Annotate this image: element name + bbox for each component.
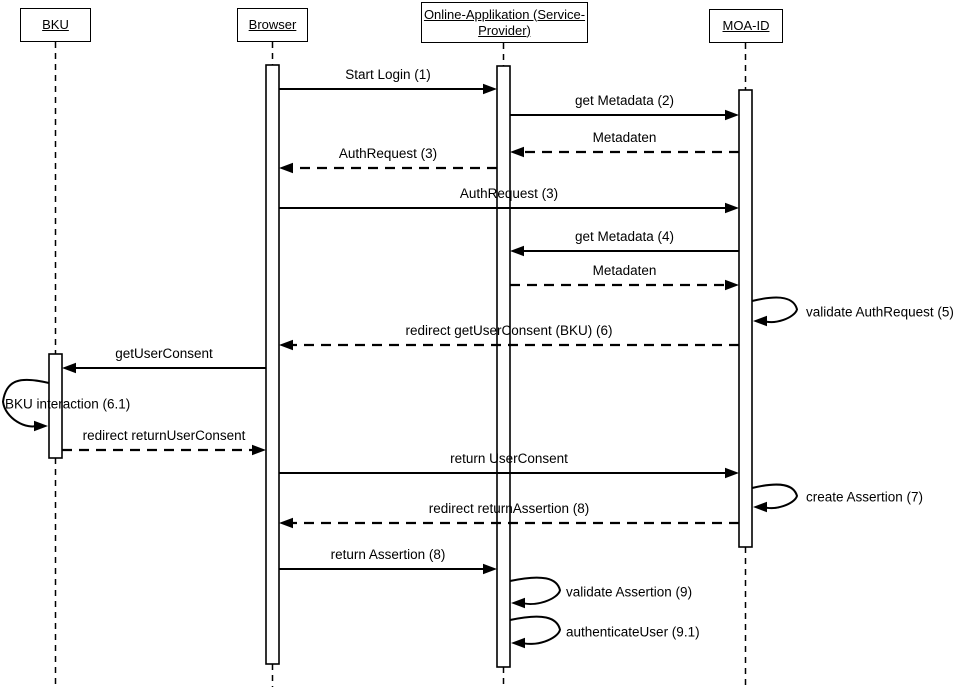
self-message-bku-interaction-6-1-arrowhead [34,420,48,432]
actor-label-browser: Browser [248,17,297,32]
activation-bar-browser [265,64,280,665]
self-message-validate-authrequest-5-loop [751,296,799,323]
actor-label-online-applikation: Online-Applikation (Service- [423,6,586,22]
activation-bar-online-applikation [496,65,511,668]
activation-bar-bku [48,353,63,459]
message-1-start-login-1-arrowhead [483,83,497,95]
self-message-bku-interaction-6-1-label: BKU interaction (6.1) [5,396,131,412]
self-message-authenticateuser-9-1-loop [509,615,562,645]
message-11-return-userconsent-arrowhead [725,467,739,479]
self-message-create-assertion-7-arrowhead [753,501,767,513]
message-8-redirect-getuserconsent-bku-6-arrowhead [279,339,293,351]
message-11-return-userconsent-label: return UserConsent [450,451,568,466]
self-message-validate-authrequest-5-arrowhead [753,315,767,327]
message-7-metadaten-label: Metadaten [592,263,657,278]
actor-label-moa-id: MOA-ID [722,18,770,33]
activation-bar-moa-id [738,89,753,548]
actor-label-online-applikation: Provider) [478,22,531,38]
self-message-validate-assertion-9-label: validate Assertion (9) [566,584,693,600]
self-message-bku-interaction-6-1-loop [1,378,50,428]
message-6-get-metadata-4-label: get Metadata (4) [574,229,675,244]
self-message-authenticateuser-9-1-label: authenticateUser (9.1) [566,624,700,640]
message-4-authrequest-3-arrowhead [279,162,293,174]
actor-box-bku: BKU [20,8,91,42]
actor-box-moa-id: MOA-ID [709,9,783,43]
message-12-redirect-returnassertion-8-arrowhead [279,517,293,529]
message-9-getuserconsent-arrowhead [62,362,76,374]
self-message-create-assertion-7-loop [751,483,799,510]
self-message-validate-assertion-9-loop [509,576,562,605]
message-7-metadaten-arrowhead [725,279,739,291]
self-message-authenticateuser-9-1-arrowhead [511,637,525,649]
self-message-validate-authrequest-5-label: validate AuthRequest (5) [806,304,954,320]
message-1-start-login-1-label: Start Login (1) [345,67,431,82]
message-13-return-assertion-8-arrowhead [483,563,497,575]
message-4-authrequest-3-label: AuthRequest (3) [338,146,438,161]
message-12-redirect-returnassertion-8-label: redirect returnAssertion (8) [428,501,590,516]
message-10-redirect-returnuserconsent-arrowhead [252,444,266,456]
message-10-redirect-returnuserconsent-label: redirect returnUserConsent [82,428,246,443]
message-8-redirect-getuserconsent-bku-6-label: redirect getUserConsent (BKU) (6) [405,323,613,338]
actor-label-bku: BKU [42,17,69,32]
self-message-validate-assertion-9-arrowhead [511,597,525,609]
message-13-return-assertion-8-label: return Assertion (8) [330,547,446,562]
message-3-metadaten-label: Metadaten [592,130,657,145]
self-message-create-assertion-7-label: create Assertion (7) [806,489,924,505]
actor-box-browser: Browser [237,8,308,42]
message-9-getuserconsent-label: getUserConsent [115,346,213,361]
message-5-authrequest-3-arrowhead [725,202,739,214]
message-6-get-metadata-4-arrowhead [510,245,524,257]
actor-box-online-applikation: Online-Applikation (Service-Provider) [421,2,588,43]
message-3-metadaten-arrowhead [510,146,524,158]
message-2-get-metadata-2-label: get Metadata (2) [574,93,675,108]
message-2-get-metadata-2-arrowhead [725,109,739,121]
message-5-authrequest-3-label: AuthRequest (3) [459,186,559,201]
